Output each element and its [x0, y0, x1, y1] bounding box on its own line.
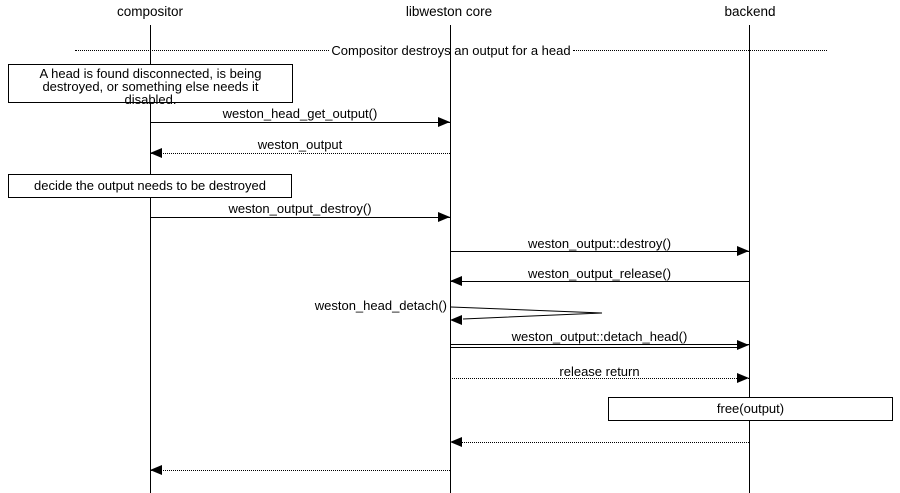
message-line-output-destroy	[150, 217, 450, 218]
message-line-output-release	[450, 281, 749, 282]
divider: Compositor destroys an output for a head	[75, 42, 828, 58]
arrowhead-right-icon	[438, 212, 450, 222]
divider-title: Compositor destroys an output for a head	[331, 42, 571, 58]
note-box-decide-destroy: decide the output needs to be destroyed	[8, 174, 292, 198]
message-label-head-detach: weston_head_detach()	[314, 298, 447, 313]
arrowhead-left-icon	[450, 315, 462, 325]
arrowhead-left-icon	[450, 437, 462, 447]
arrowhead-right-icon	[737, 340, 749, 350]
actor-label-backend: backend	[724, 4, 776, 19]
arrowhead-left-icon	[450, 276, 462, 286]
actor-label-libweston-core: libweston core	[405, 4, 493, 19]
message-line-output-detach-head-bottom	[450, 347, 740, 348]
arrowhead-right-icon	[438, 117, 450, 127]
message-line-release-return	[450, 378, 749, 379]
message-label-output-destroy: weston_output_destroy()	[228, 201, 372, 216]
note-line: destroyed, or something else needs it	[42, 79, 259, 94]
message-line-return-to-libweston	[450, 442, 749, 443]
note-line: A head is found disconnected, is being	[39, 66, 262, 81]
message-label-release-return: release return	[559, 364, 640, 379]
lifeline-backend	[749, 25, 750, 493]
arrowhead-right-icon	[737, 246, 749, 256]
message-line-head-get-output	[150, 122, 450, 123]
lifeline-compositor	[150, 25, 151, 493]
self-message-loop	[450, 306, 603, 325]
self-message-line	[450, 306, 603, 320]
message-label-output-detach-head: weston_output::detach_head()	[511, 329, 688, 344]
message-label-output-release: weston_output_release()	[527, 266, 672, 281]
divider-dotted-line	[75, 49, 330, 51]
message-label-output-destroy-vfunc: weston_output::destroy()	[527, 236, 672, 251]
message-label-head-get-output: weston_head_get_output()	[222, 106, 378, 121]
message-line-output-detach-head-top	[450, 344, 749, 345]
arrowhead-left-icon	[150, 148, 162, 158]
note-box-head-disconnected: A head is found disconnected, is being d…	[8, 64, 293, 107]
lifeline-libweston-core	[450, 25, 451, 493]
divider-dotted-line	[572, 49, 828, 51]
message-line-return-to-compositor	[150, 470, 450, 471]
message-line-output-destroy-vfunc	[450, 251, 749, 252]
message-line-weston-output-return	[150, 153, 450, 154]
actor-label-compositor: compositor	[116, 4, 184, 19]
message-label-weston-output-return: weston_output	[257, 137, 343, 152]
arrowhead-right-icon	[737, 373, 749, 383]
arrowhead-left-icon	[150, 465, 162, 475]
note-box-free-output: free(output)	[608, 397, 893, 421]
note-line: disabled.	[124, 92, 177, 107]
